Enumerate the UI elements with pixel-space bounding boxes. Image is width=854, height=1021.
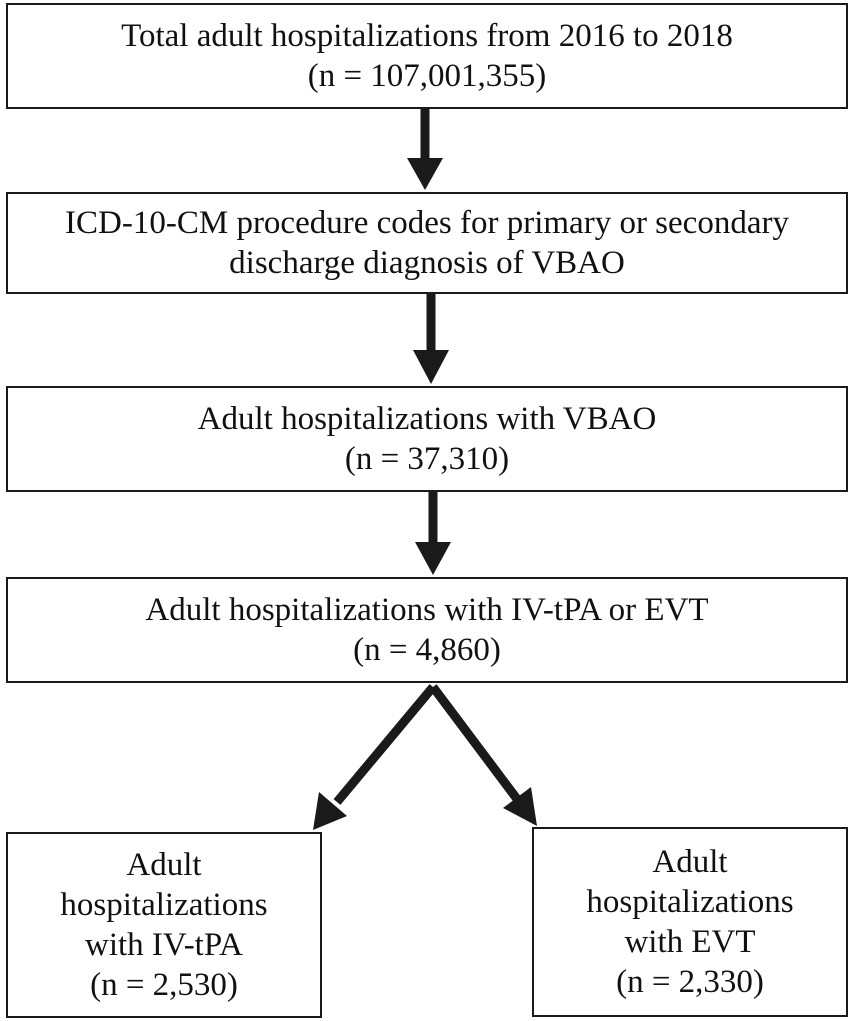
vbao-hospitalizations-count: (n = 37,310)	[344, 441, 510, 477]
arrowhead-total-to-codes	[407, 158, 443, 190]
icd-codes-label-line1: ICD-10-CM procedure codes for primary or…	[65, 205, 789, 241]
evt-label-line3: with EVT	[624, 924, 756, 960]
vbao-hospitalizations-label: Adult hospitalizations with VBAO	[197, 401, 657, 437]
treated-hospitalizations-box: Adult hospitalizations with IV-tPA or EV…	[6, 577, 848, 683]
total-hospitalizations-label: Total adult hospitalizations from 2016 t…	[121, 18, 733, 54]
evt-count: (n = 2,330)	[616, 964, 764, 1000]
arrow-shaft-treated-to-evt	[429, 684, 521, 802]
treated-hospitalizations-label: Adult hospitalizations with IV-tPA or EV…	[145, 592, 709, 628]
ivtpa-hospitalizations-box: Adult hospitalizations with IV-tPA (n = …	[6, 832, 322, 1018]
ivtpa-label-line1: Adult	[126, 847, 202, 883]
icd-codes-label-line2: discharge diagnosis of VBAO	[229, 245, 625, 281]
treated-hospitalizations-count: (n = 4,860)	[353, 632, 501, 668]
arrowhead-codes-to-vbao	[413, 350, 449, 384]
ivtpa-label-line3: with IV-tPA	[84, 927, 244, 963]
ivtpa-label-line2: hospitalizations	[60, 887, 268, 923]
evt-label-line1: Adult	[652, 844, 728, 880]
arrowhead-vbao-to-treated	[415, 542, 451, 575]
evt-hospitalizations-box: Adult hospitalizations with EVT (n = 2,3…	[532, 827, 848, 1017]
total-hospitalizations-box: Total adult hospitalizations from 2016 t…	[6, 3, 848, 109]
ivtpa-count: (n = 2,530)	[90, 967, 238, 1003]
vbao-hospitalizations-box: Adult hospitalizations with VBAO (n = 37…	[6, 386, 848, 492]
arrow-shaft-treated-to-ivtpa	[333, 684, 437, 805]
arrowhead-treated-to-ivtpa	[313, 792, 347, 830]
icd-codes-box: ICD-10-CM procedure codes for primary or…	[6, 192, 848, 294]
arrowhead-treated-to-evt	[503, 787, 537, 826]
evt-label-line2: hospitalizations	[586, 884, 794, 920]
total-hospitalizations-count: (n = 107,001,355)	[307, 58, 547, 94]
